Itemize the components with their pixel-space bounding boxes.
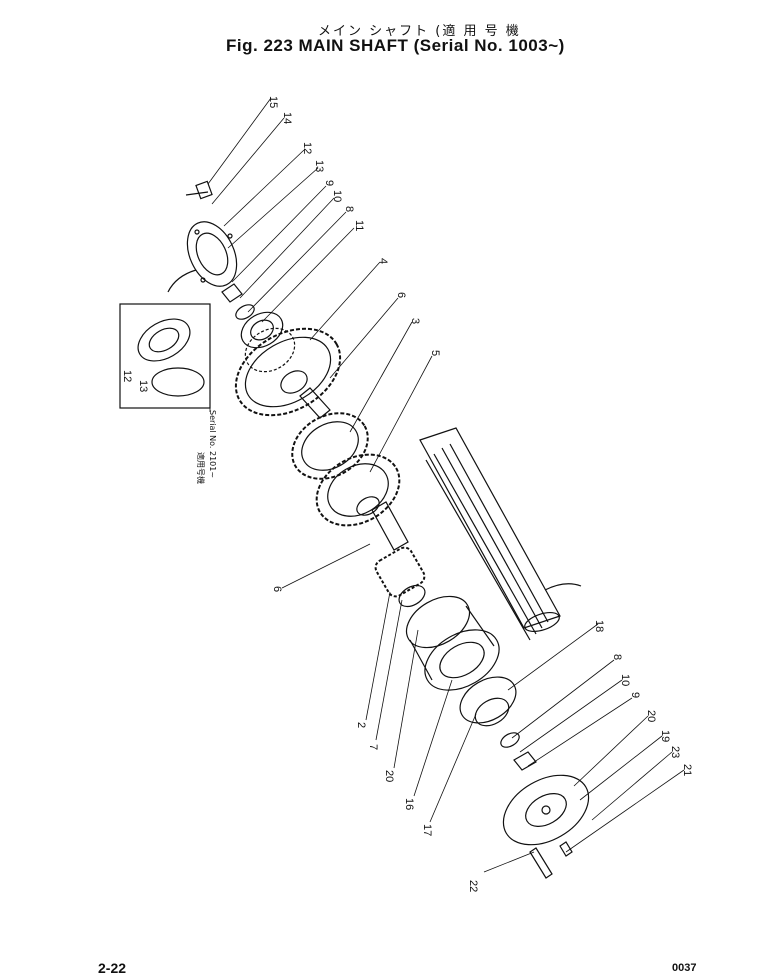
figure-title: Fig. 223 MAIN SHAFT (Serial No. 1003~) (226, 36, 565, 55)
bolt-21 (559, 841, 573, 857)
callout-4: 4 (377, 258, 389, 264)
callout-23: 23 (669, 746, 681, 758)
callout-3: 3 (409, 318, 421, 324)
figure-code: 0037 (672, 962, 697, 974)
gear-2 (374, 546, 426, 598)
rear-bearing-cover (502, 774, 590, 846)
callout-labels: 15 14 12 13 9 10 8 11 4 6 3 5 6 2 7 20 1… (121, 96, 693, 892)
gear-3 (291, 412, 369, 480)
callout-15: 15 (267, 96, 279, 108)
callout-6: 6 (395, 292, 407, 298)
inset-box (119, 269, 211, 409)
callout-9: 9 (323, 180, 335, 186)
callout-14: 14 (281, 112, 293, 124)
callout-8: 8 (343, 206, 355, 212)
callout-8b: 8 (611, 654, 623, 660)
front-bearing-cover (186, 221, 238, 287)
callout-10b: 10 (619, 674, 631, 686)
callout-19: 19 (659, 730, 671, 742)
callout-11: 11 (353, 220, 365, 231)
callout-5: 5 (429, 350, 441, 356)
inset-label-13: 13 (137, 380, 149, 392)
lock-washer-9 (221, 283, 243, 303)
callout-10: 10 (331, 190, 343, 202)
inset-label-12: 12 (121, 370, 133, 382)
callout-22: 22 (467, 880, 479, 892)
gear-5 (315, 453, 401, 527)
header-japanese-title: メイン シャフト (適 用 号 機 (318, 24, 521, 39)
bearing-housing-16 (405, 595, 500, 691)
ring-7 (398, 584, 426, 608)
nut-10 (235, 304, 255, 320)
callout-21: 21 (681, 764, 693, 776)
callout-2: 2 (355, 722, 367, 728)
callout-18: 18 (593, 620, 605, 632)
inset-note-jp: 適用号機 (196, 452, 206, 484)
bolt-22 (529, 847, 553, 879)
inset-note: 適用号機 Serial No. 2101~ (196, 410, 217, 484)
splined-main-shaft (419, 427, 582, 641)
page-number: 2-22 (98, 960, 127, 976)
callout-6b: 6 (271, 586, 283, 592)
callout-17: 17 (421, 824, 433, 836)
gear-6-small (244, 327, 296, 373)
bolt-15 (185, 180, 213, 200)
callout-9b: 9 (629, 692, 641, 698)
callout-7: 7 (367, 744, 379, 750)
callout-20: 20 (383, 770, 395, 782)
callout-16: 16 (403, 798, 415, 810)
callout-13: 13 (313, 160, 325, 172)
bearing-11 (240, 311, 284, 349)
bearing-17 (459, 676, 517, 727)
callout-12: 12 (301, 142, 313, 154)
gear-4 (234, 327, 342, 417)
callout-20b: 20 (645, 710, 657, 722)
inset-note-serial: Serial No. 2101~ (208, 410, 217, 478)
